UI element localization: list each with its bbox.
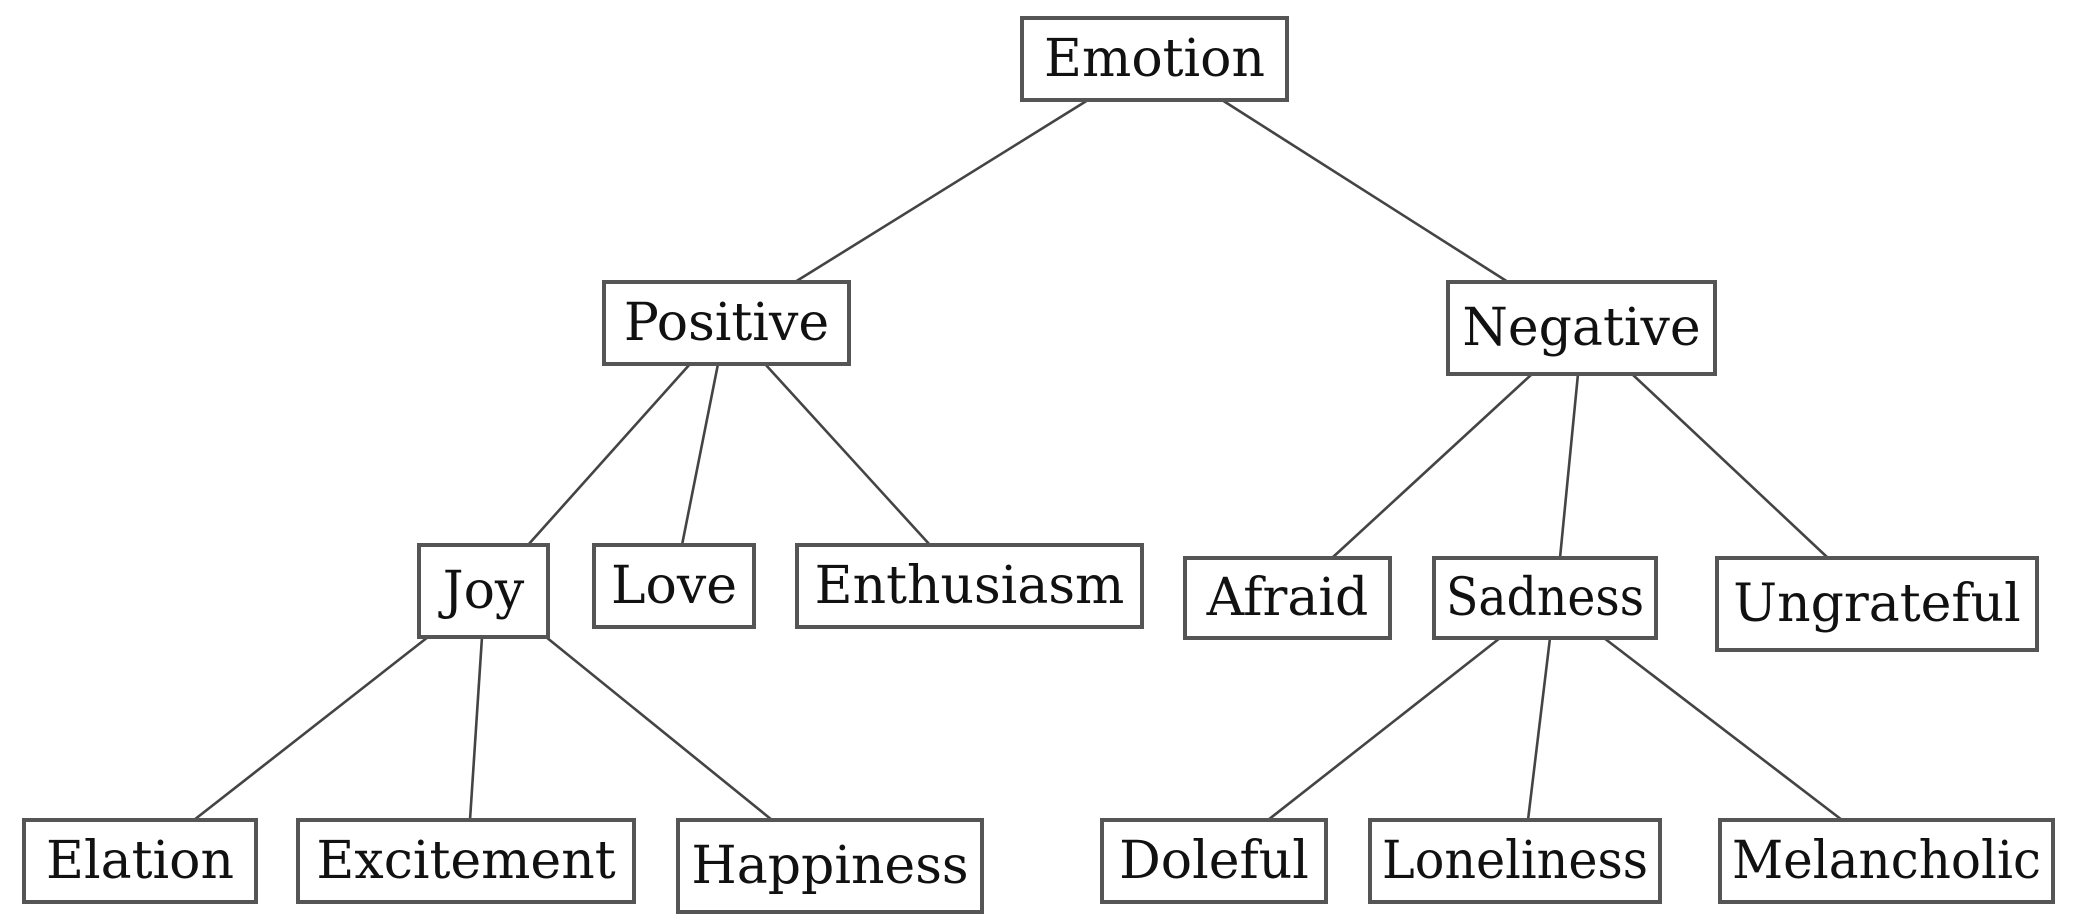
node-emotion: Emotion <box>1020 16 1289 102</box>
edge-joy-happiness <box>545 635 773 822</box>
node-positive: Positive <box>602 280 851 366</box>
edge-positive-love <box>680 363 720 546</box>
edge-joy-excitement <box>468 636 484 821</box>
tree-edges <box>193 98 1843 822</box>
node-joy: Joy <box>417 543 550 639</box>
node-box-ungrateful <box>1715 556 2039 652</box>
edge-positive-joy <box>527 363 691 546</box>
node-box-happiness <box>676 818 984 914</box>
node-box-love <box>592 543 756 629</box>
node-box-positive <box>602 280 851 366</box>
node-box-sadness <box>1432 556 1658 640</box>
node-ungrateful: Ungrateful <box>1715 556 2039 652</box>
node-enthusiasm: Enthusiasm <box>795 543 1144 629</box>
node-label-love: Love <box>611 556 737 616</box>
edge-negative-afraid <box>1331 373 1533 559</box>
node-melancholic: Melancholic <box>1718 818 2055 904</box>
node-doleful: Doleful <box>1100 818 1328 904</box>
edge-joy-elation <box>193 635 429 822</box>
node-box-enthusiasm <box>795 543 1144 629</box>
node-box-melancholic <box>1718 818 2055 904</box>
node-elation: Elation <box>22 818 258 904</box>
node-label-excitement: Excitement <box>316 831 615 891</box>
edge-emotion-negative <box>1221 98 1509 284</box>
edge-negative-ungrateful <box>1631 373 1829 559</box>
node-afraid: Afraid <box>1183 556 1392 640</box>
node-loneliness: Loneliness <box>1368 818 1662 904</box>
node-box-elation <box>22 818 258 904</box>
node-excitement: Excitement <box>296 818 636 904</box>
node-sadness: Sadness <box>1432 556 1658 640</box>
edge-positive-enthusiasm <box>764 363 931 546</box>
node-label-negative: Negative <box>1462 298 1700 358</box>
edge-sadness-doleful <box>1267 636 1501 822</box>
node-box-loneliness <box>1368 818 1662 904</box>
node-box-afraid <box>1183 556 1392 640</box>
node-label-happiness: Happiness <box>691 836 968 896</box>
edge-negative-sadness <box>1558 373 1580 559</box>
node-label-elation: Elation <box>46 831 234 891</box>
node-label-loneliness: Loneliness <box>1382 831 1648 891</box>
node-label-melancholic: Melancholic <box>1732 831 2041 891</box>
node-box-doleful <box>1100 818 1328 904</box>
edge-emotion-positive <box>794 98 1089 284</box>
edge-sadness-melancholic <box>1603 636 1843 822</box>
node-negative: Negative <box>1446 280 1717 376</box>
node-box-negative <box>1446 280 1717 376</box>
node-label-doleful: Doleful <box>1119 831 1309 891</box>
node-box-excitement <box>296 818 636 904</box>
node-label-joy: Joy <box>438 561 525 621</box>
edge-sadness-loneliness <box>1526 637 1552 821</box>
node-love: Love <box>592 543 756 629</box>
node-label-afraid: Afraid <box>1206 568 1369 628</box>
node-label-sadness: Sadness <box>1446 568 1644 628</box>
node-label-ungrateful: Ungrateful <box>1733 574 2021 634</box>
node-label-emotion: Emotion <box>1044 29 1265 89</box>
node-label-positive: Positive <box>624 293 829 353</box>
node-happiness: Happiness <box>676 818 984 914</box>
node-box-emotion <box>1020 16 1289 102</box>
node-box-joy <box>417 543 550 639</box>
node-label-enthusiasm: Enthusiasm <box>815 556 1125 616</box>
